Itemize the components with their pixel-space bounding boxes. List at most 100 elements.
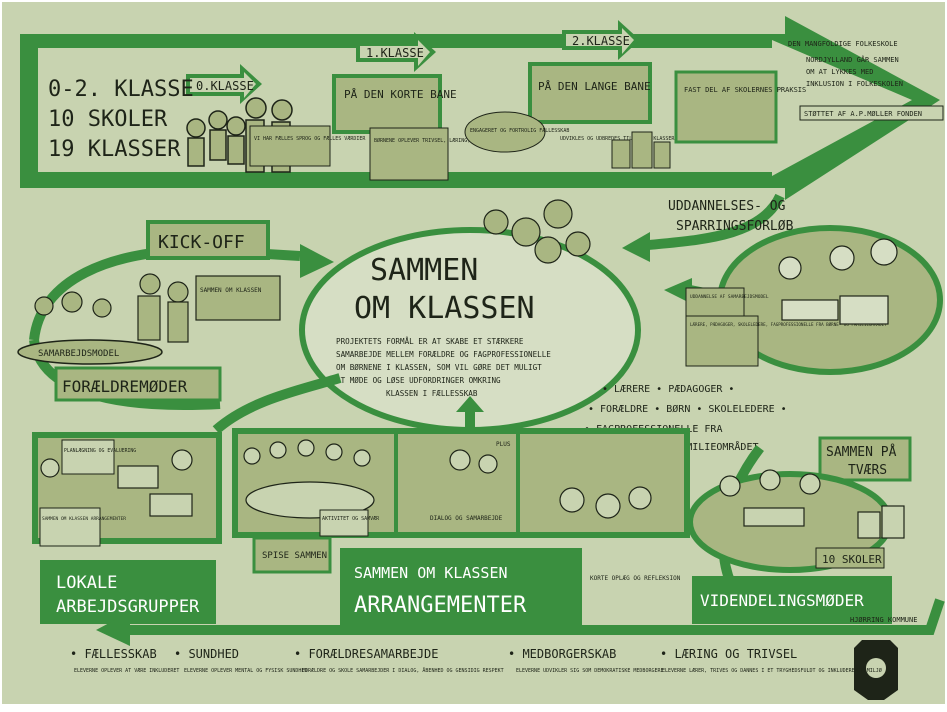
arrangementer-note — [39, 507, 101, 547]
stage-arrow-2 — [562, 20, 640, 60]
value-title-medborgerskab: • MEDBORGERSKAB — [508, 647, 616, 661]
dinner-people-illustration — [243, 439, 652, 519]
stat-klasse: 0-2. KLASSE — [48, 77, 194, 102]
note-fortrolig — [464, 111, 546, 153]
center-title-1: SAMMEN — [370, 253, 478, 288]
knowledge-sharing-illustration — [719, 469, 905, 539]
center-title-2: OM KLASSEN — [354, 291, 535, 326]
sparring-note-b-text: LÆRERE, PÆDAGOGER, SKOLELEDERE, FAGPROFE… — [690, 322, 887, 327]
note-fortrolig-text: ENGAGERET OG FORTROLIG FÆLLESSKAB — [470, 128, 569, 134]
label-lange-bane: PÅ DEN LANGE BANE — [538, 80, 651, 93]
ti-skoler-sign — [815, 547, 885, 569]
sparring-note-a-text: UDDANNELSE AF SAMARBEJDSMODEL — [690, 294, 769, 300]
aktivitet-sign — [319, 509, 369, 537]
sammen-paa-tvaers-line1: SAMMEN PÅ — [826, 444, 897, 460]
panel-korte-bane — [332, 74, 442, 134]
center-desc-5: KLASSEN I FÆLLESSKAB — [386, 389, 478, 398]
center-desc-1: PROJEKTETS FORMÅL ER AT SKABE ET STÆRKER… — [336, 337, 524, 346]
panel-fast-del — [674, 70, 778, 144]
note-trivsel — [369, 127, 449, 181]
whiteboard-sammen-text: SAMMEN OM KLASSEN — [200, 287, 262, 294]
value-desc-laering: ELEVERNE LÆRER, TRIVES OG DANNES I ET TR… — [662, 667, 882, 674]
houses-illustration — [611, 131, 671, 169]
refleksion-label: KORTE OPLÆG OG REFLEKSION — [590, 575, 681, 582]
value-desc-foraeldresamarbejde: FORÆLDRE OG SKOLE SAMARBEJDER I DIALOG, … — [302, 667, 504, 674]
header-note-line1: DEN MANGFOLDIGE FOLKESKOLE — [788, 40, 898, 48]
kickoff-box — [146, 220, 270, 260]
planning-board-text: PLANLÆGNING OG EVALUERING — [64, 448, 136, 454]
right-top-arrow — [639, 193, 785, 251]
label-korte-bane: PÅ DEN KORTE BANE — [344, 88, 457, 101]
stage-label-1: 1.KLASSE — [366, 46, 424, 60]
arrangementer-arrowhead — [456, 396, 484, 412]
aktivitet-sign-text: AKTIVITET OG SAMVÆR — [322, 516, 380, 522]
dinner-table — [245, 481, 375, 519]
stat-skoler: 10 SKOLER — [48, 107, 168, 132]
header-note-line4: INKLUSION I FOLKESKOLEN — [806, 80, 903, 88]
kommune-label: HJØRRING KOMMUNE — [850, 616, 917, 624]
videndeling-title-box — [692, 576, 892, 624]
videndeling-title: VIDENDELINGSMØDER — [700, 591, 864, 610]
planning-board — [61, 439, 115, 475]
spise-sammen-box — [252, 536, 332, 574]
label-fast-del: FAST DEL AF SKOLERNES PRAKSIS — [684, 86, 806, 94]
workgroup-illustration — [40, 449, 193, 517]
samarbejdsmodel-table — [17, 339, 163, 365]
uddannelse-line2: SPARRINGSFORLØB — [676, 219, 794, 234]
header-note-line2: NORDJYLLAND GÅR SAMMEN — [806, 55, 899, 64]
arrangementer-title-1: SAMMEN OM KLASSEN — [354, 564, 508, 582]
ti-skoler-text: 10 SKOLER — [822, 553, 882, 566]
stage-arrow-0 — [186, 64, 262, 104]
note-udbredes-text: UDVIKLES OG UDBREDES TIL ANDRE KLASSER — [560, 136, 675, 142]
sparring-note-b — [685, 315, 759, 367]
sparring-arrowhead — [664, 278, 692, 304]
supported-text: STØTTET AF A.P.MØLLER FONDEN — [804, 110, 922, 118]
value-title-faellesskab: • FÆLLESSKAB — [70, 647, 157, 661]
bottom-return-arrowhead — [96, 612, 130, 646]
note-faelles-sprog-text: VI HAR FÆLLES SPROG OG FÆLLES VÆRDIER — [254, 136, 366, 142]
participants-line1: • LÆRERE • PÆDAGOGER • — [602, 384, 734, 395]
sammen-paa-tvaers-box — [818, 436, 912, 482]
bottom-return-arrow — [120, 598, 945, 635]
foraeldremoder-box — [54, 366, 222, 402]
header-note-line3: OM AT LYKKES MED — [806, 68, 873, 76]
arrangementer-title-box — [340, 548, 582, 628]
dialog-label: DIALOG OG SAMARBEJDE — [430, 515, 503, 522]
center-desc-3: OM BØRNENE I KLASSEN, SOM VIL GØRE DET M… — [336, 363, 542, 372]
kickoff-label: KICK-OFF — [158, 232, 245, 253]
note-faelles-sprog — [249, 125, 331, 167]
arrangementer-note-text: SAMMEN OM KLASSEN ARRANGEMENTER — [42, 516, 126, 522]
stage-label-0: 0.KLASSE — [196, 79, 254, 93]
lokale-to-center-arrow — [212, 373, 342, 434]
center-desc-2: SAMARBEJDE MELLEM FORÆLDRE OG FAGPROFESS… — [336, 350, 551, 359]
left-loop-arrowhead — [300, 244, 334, 278]
value-title-sundhed: • SUNDHED — [174, 647, 239, 661]
right-top-arrowhead — [622, 232, 650, 262]
lokale-title-2: ARBEJDSGRUPPER — [56, 597, 200, 617]
stage-arrow-1 — [356, 32, 436, 72]
lokale-title-1: LOKALE — [56, 573, 117, 593]
stage-label-2: 2.KLASSE — [572, 34, 630, 48]
note-trivsel-text: BØRNENE OPLEVER TRIVSEL, LÆRING, FÆLLESS… — [374, 137, 503, 144]
value-desc-sundhed: ELEVERNE OPLEVER MENTAL OG FYSISK SUNDHE… — [184, 668, 307, 674]
reflection-scene — [520, 434, 684, 532]
value-title-laering: • LÆRING OG TRIVSEL — [660, 647, 797, 661]
value-title-foraeldresamarbejde: • FORÆLDRESAMARBEJDE — [294, 647, 439, 661]
sammen-paa-tvaers-line2: TVÆRS — [848, 463, 887, 478]
faces-illustration — [483, 199, 591, 264]
value-desc-medborgerskab: ELEVERNE UDVIKLER SIG SOM DEMOKRATISKE M… — [516, 668, 664, 674]
spise-sammen-text: SPISE SAMMEN — [262, 551, 327, 561]
participants-line2: • FORÆLDRE • BØRN • SKOLELEDERE • — [588, 403, 787, 415]
uddannelse-line1: UDDANNELSES- OG — [668, 199, 786, 214]
sparring-note-a — [685, 287, 745, 317]
panel-lange-bane — [528, 62, 652, 124]
training-illustration — [778, 238, 898, 325]
arrangementer-title-2: ARRANGEMENTER — [354, 593, 527, 618]
foraeldremoder-label: FORÆLDREMØDER — [62, 377, 188, 396]
hjoerring-logo-icon — [854, 640, 898, 700]
whiteboard-sammen — [195, 275, 281, 321]
value-desc-faellesskab: ELEVERNE OPLEVER AT VÆRE INKLUDERET — [74, 668, 179, 674]
plus-label: PLUS — [496, 441, 511, 448]
supported-box — [799, 105, 944, 121]
